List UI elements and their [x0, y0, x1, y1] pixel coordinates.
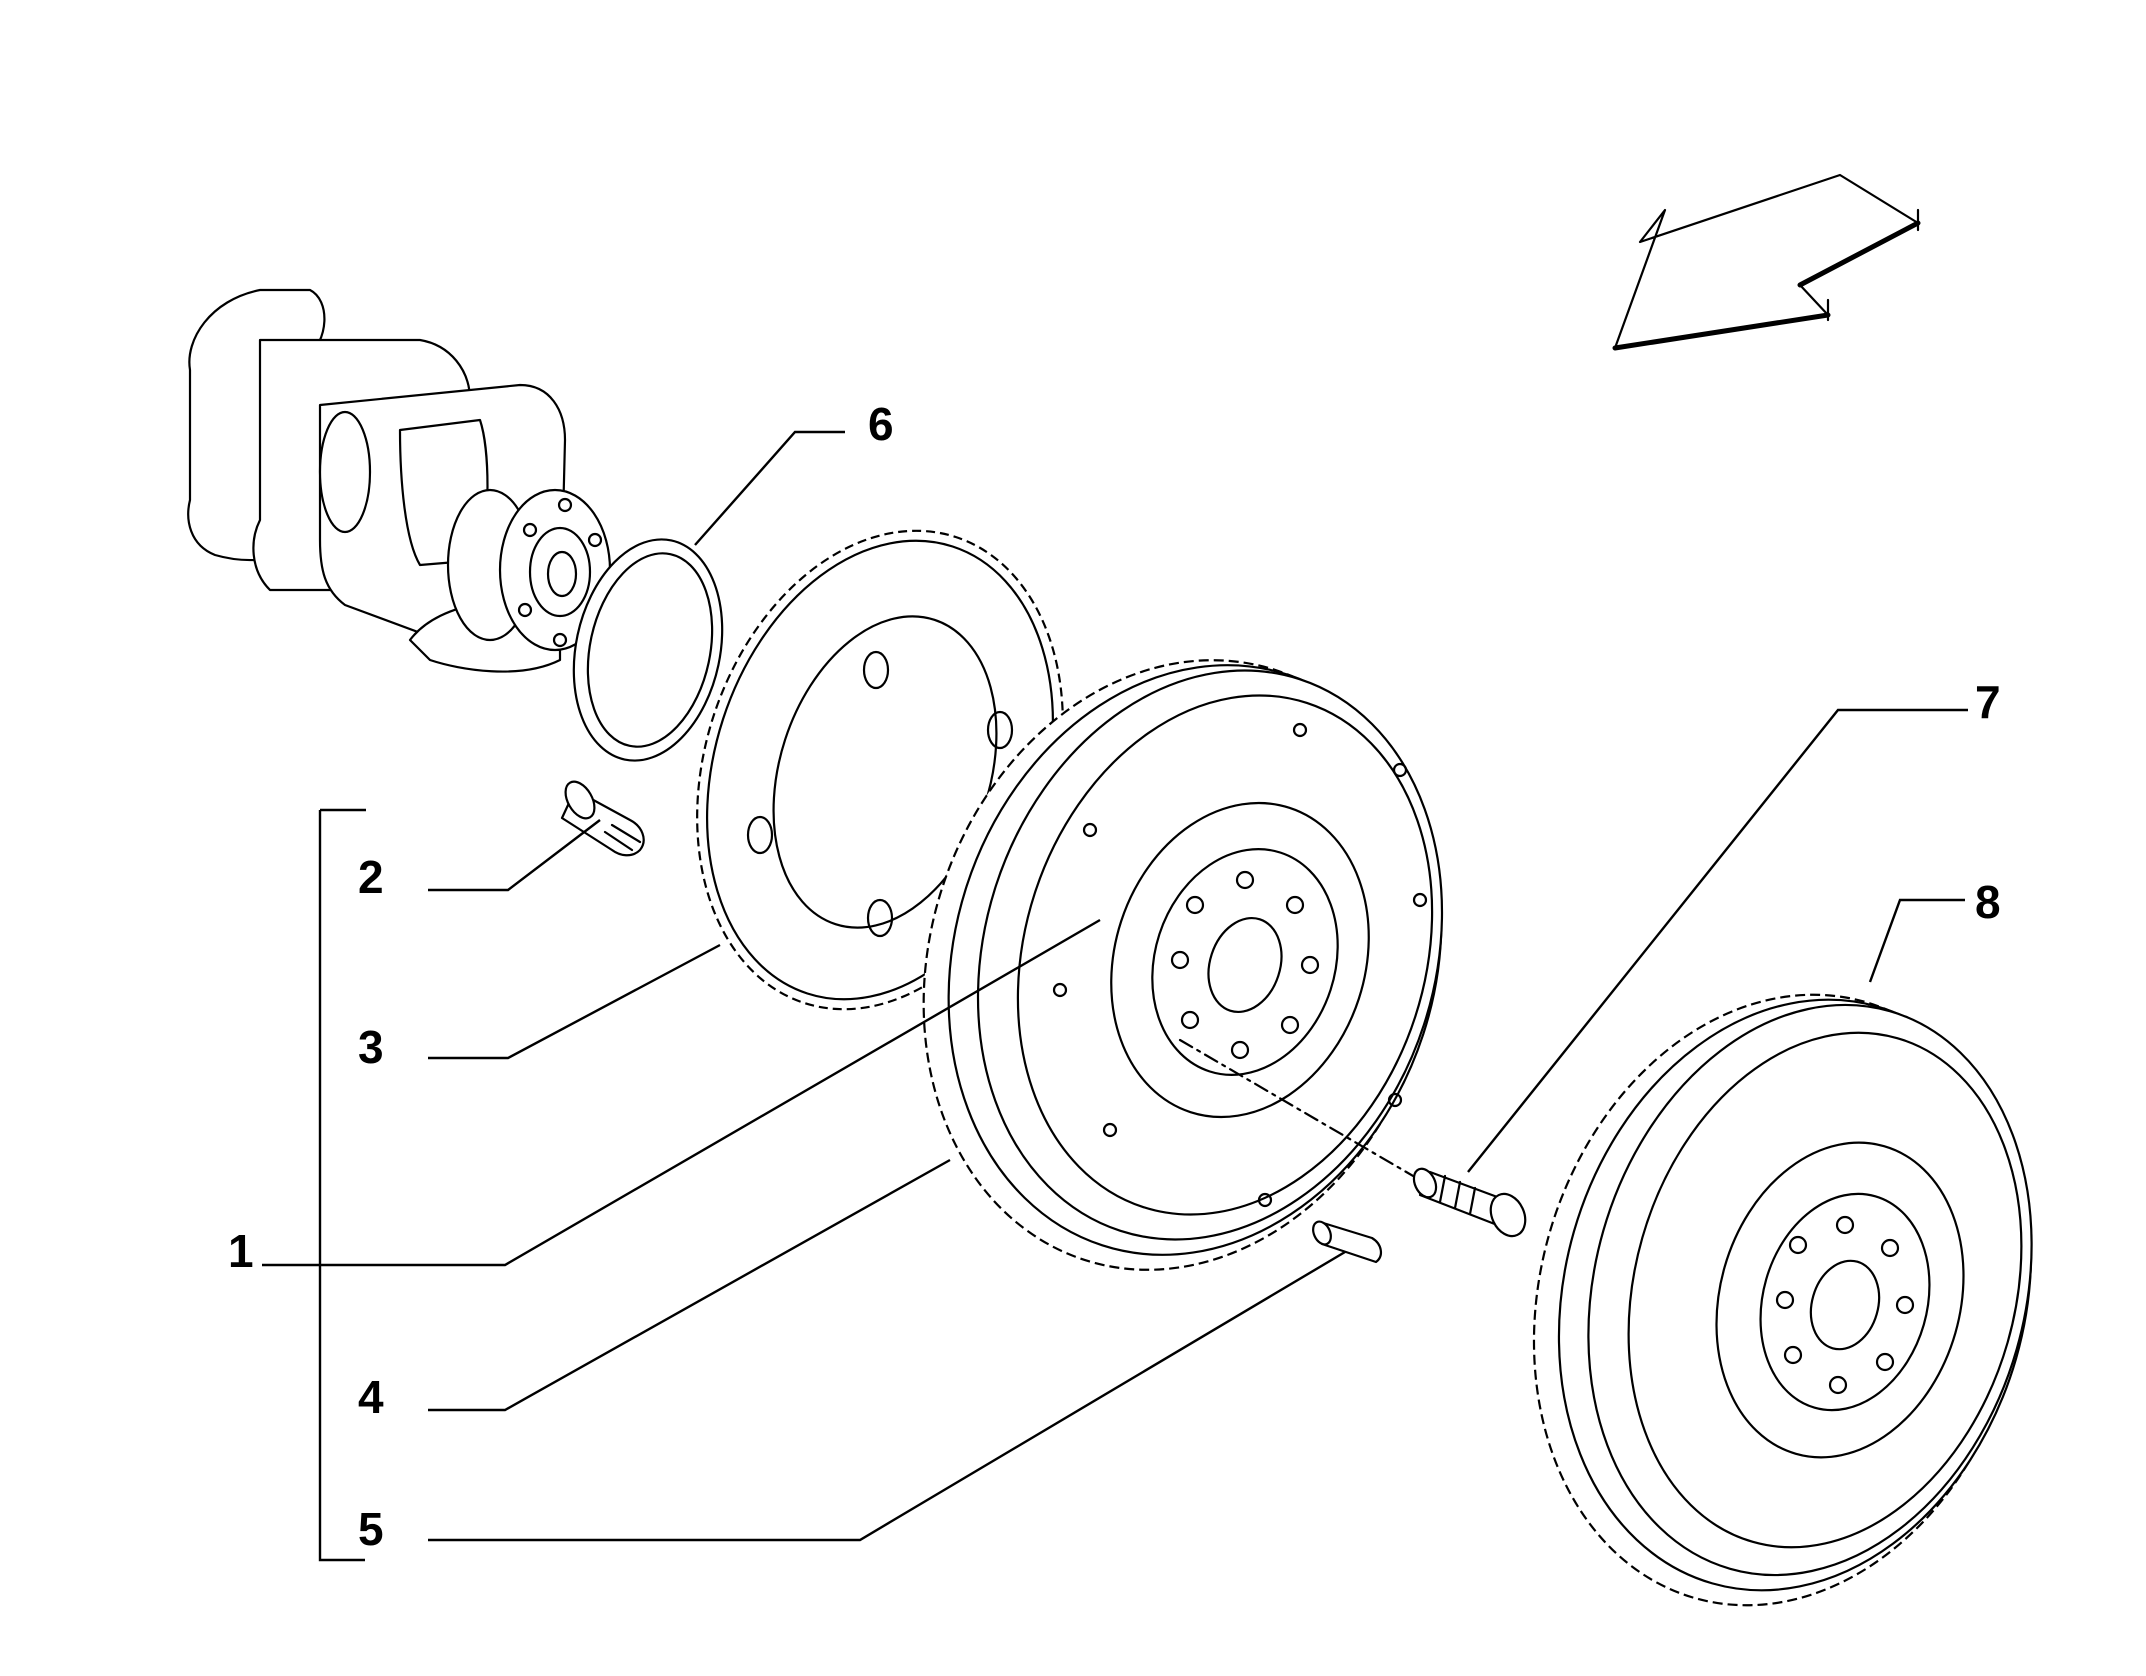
seal-ring [572, 538, 724, 762]
callout-7: 7 [1975, 676, 2001, 728]
dowel-pin [1312, 1220, 1382, 1264]
bolt-7 [1412, 1167, 1527, 1238]
flywheel-assembly [1532, 993, 2033, 1607]
leader-lines [262, 430, 1968, 1562]
callout-1: 1 [228, 1225, 254, 1277]
callout-5: 5 [358, 1503, 384, 1555]
callout-2: 2 [358, 851, 384, 903]
callout-3: 3 [358, 1021, 384, 1073]
flywheel [922, 659, 1444, 1271]
callout-8: 8 [1975, 876, 2001, 928]
crankshaft [187, 288, 612, 673]
direction-arrow-icon [1612, 173, 1921, 351]
callout-4: 4 [358, 1371, 384, 1423]
callout-6: 6 [868, 398, 894, 450]
bolt-2 [560, 780, 645, 857]
